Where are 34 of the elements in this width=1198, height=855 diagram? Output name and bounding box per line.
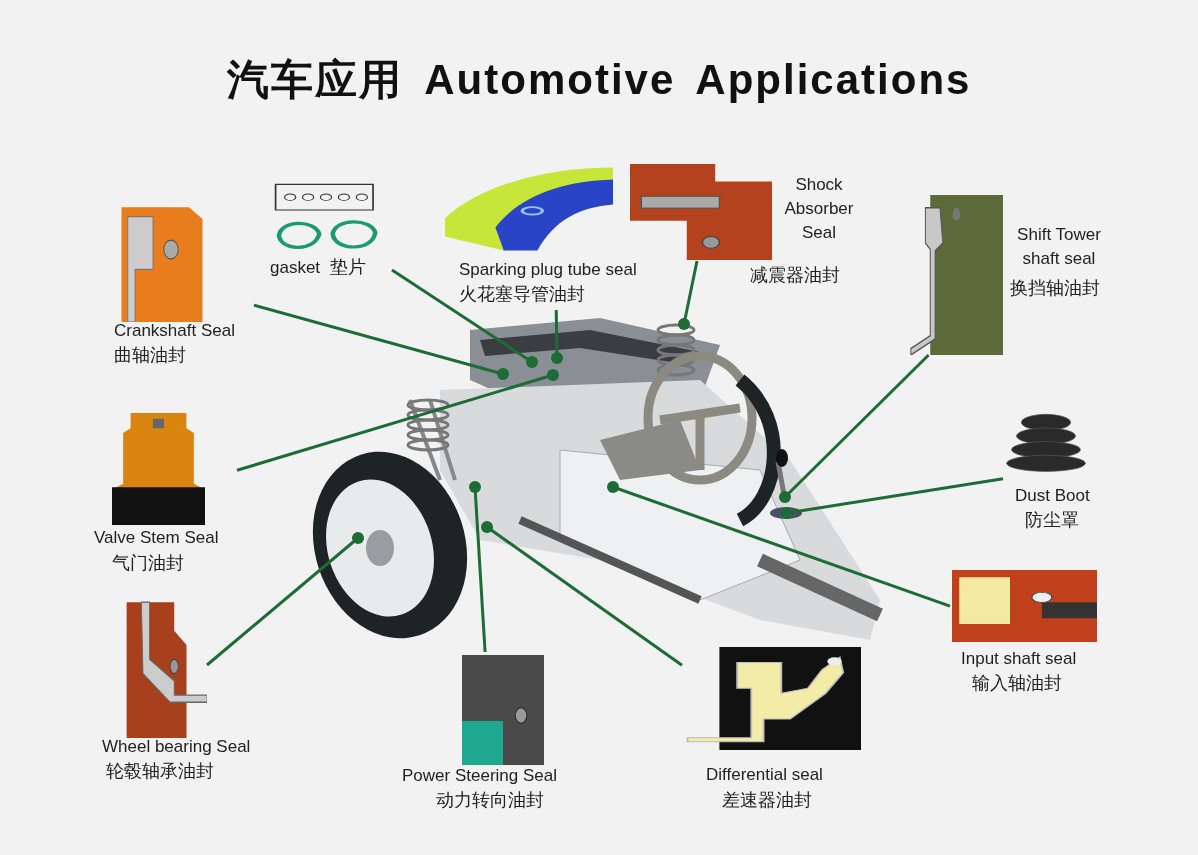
part-label: Valve Stem Seal bbox=[94, 527, 220, 549]
part-label: Shock Absorber Seal bbox=[783, 174, 855, 244]
leader-line bbox=[607, 481, 951, 608]
part-label: Sparking plug tube seal bbox=[459, 260, 637, 279]
leader-line bbox=[779, 353, 930, 503]
part-label-zh: 换挡轴油封 bbox=[1010, 277, 1101, 300]
part-label-zh: 火花塞导管油封 bbox=[459, 284, 585, 304]
leader-line bbox=[206, 532, 364, 667]
part-label-zh: 动力转向油封 bbox=[436, 789, 545, 812]
part-label: Wheel bearing Seal bbox=[102, 736, 252, 758]
part-label: gasket bbox=[270, 258, 321, 277]
leader-line bbox=[236, 369, 559, 472]
part-label-zh: 减震器油封 bbox=[750, 264, 841, 287]
leader-line bbox=[781, 477, 1004, 519]
part-label: Dust Boot bbox=[1015, 485, 1091, 507]
part-label-zh: 输入轴油封 bbox=[972, 672, 1063, 695]
leader-line bbox=[481, 521, 683, 667]
leader-line bbox=[469, 481, 487, 653]
leader-line bbox=[391, 268, 538, 368]
part-label-zh: 轮毂轴承油封 bbox=[106, 760, 215, 783]
leader-line bbox=[551, 309, 563, 364]
part-label-zh: 曲轴油封 bbox=[114, 344, 187, 367]
part-label-zh: 垫片 bbox=[329, 257, 366, 277]
part-label-zh: 防尘罩 bbox=[1025, 509, 1080, 532]
part-label: Differential seal bbox=[706, 764, 824, 786]
part-label: Crankshaft Seal bbox=[114, 320, 236, 342]
part-label-zh: 气门油封 bbox=[112, 552, 185, 575]
part-label-zh: 差速器油封 bbox=[722, 789, 813, 812]
leader-line bbox=[253, 303, 509, 380]
page-title: 汽车应用 Automotive Applications bbox=[225, 55, 973, 105]
part-label: Shift Tower shaft seal bbox=[1016, 224, 1102, 270]
part-label: Power Steering Seal bbox=[402, 765, 558, 787]
leader-line bbox=[678, 260, 699, 330]
part-label: Input shaft seal bbox=[961, 648, 1078, 670]
